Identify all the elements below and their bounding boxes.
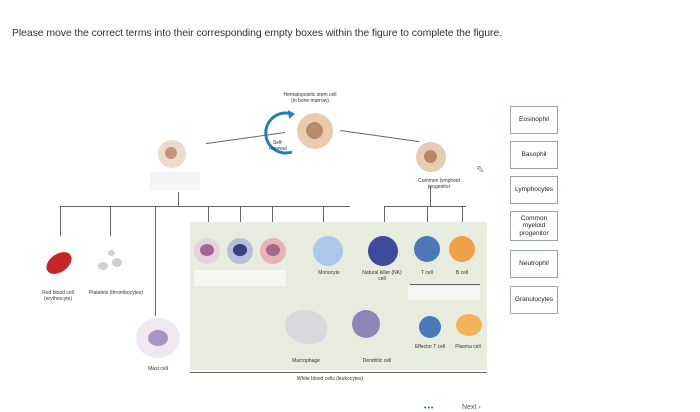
macrophage-cell xyxy=(285,310,327,344)
dendritic-cell xyxy=(352,310,380,338)
hsc-label: Hematopoietic stem cell(in bone marrow) xyxy=(283,92,337,104)
b-cell-label: B cell xyxy=(455,270,469,276)
term-granulocytes[interactable]: Granulocytes xyxy=(510,286,558,314)
term-common-myeloid-progenitor[interactable]: Common myeloid progenitor xyxy=(510,211,558,241)
cursor-icon: ⬁ xyxy=(476,164,485,175)
nk-label: Natural killer (NK) cell xyxy=(362,270,402,282)
plasma-cell xyxy=(456,314,482,336)
next-button[interactable]: Next › xyxy=(462,404,481,411)
term-lymphocytes[interactable]: Lymphocytes xyxy=(510,176,558,204)
drop-zone-granulocytes[interactable] xyxy=(194,270,286,286)
b-cell xyxy=(449,236,475,262)
platelets-label: Platelets (thrombocytes) xyxy=(89,290,143,296)
t-cell-label: T cell xyxy=(421,270,433,276)
drop-zone-lymphocytes[interactable] xyxy=(408,286,480,300)
term-basophil[interactable]: Basophil xyxy=(510,141,558,169)
nk-cell xyxy=(368,236,398,266)
pagination-dots[interactable]: ••• xyxy=(424,405,435,412)
clp-label: Common lymphoid progenitor xyxy=(418,178,460,190)
term-eosinophil[interactable]: Eosinophil xyxy=(510,106,558,134)
effector-label: Effector T cell xyxy=(414,344,446,350)
term-neutrophil[interactable]: Neutrophil xyxy=(510,250,558,278)
chevron-right-icon: › xyxy=(478,404,481,411)
mast-label: Mast cell xyxy=(148,366,168,372)
platelet-cells xyxy=(108,250,115,256)
wbc-label: White blood cells (leukocytes) xyxy=(296,376,364,382)
monocyte-label: Monocyte xyxy=(318,270,340,276)
t-cell xyxy=(414,236,440,262)
self-renewal-arrow xyxy=(264,110,295,155)
monocyte-cell xyxy=(313,236,343,266)
rbc-cell xyxy=(42,247,76,279)
drop-zone-myeloid-progenitor[interactable] xyxy=(150,172,200,190)
rbc-label: Red blood cell (erythrocyte) xyxy=(42,290,74,302)
self-renewal-label: Self-renewal xyxy=(269,140,287,152)
dendritic-label: Dendritic cell xyxy=(362,358,392,364)
macrophage-label: Macrophage xyxy=(292,358,320,364)
instruction-text: Please move the correct terms into their… xyxy=(12,27,502,39)
effector-t-cell xyxy=(419,316,441,338)
plasma-label: Plasma cell xyxy=(455,344,481,350)
